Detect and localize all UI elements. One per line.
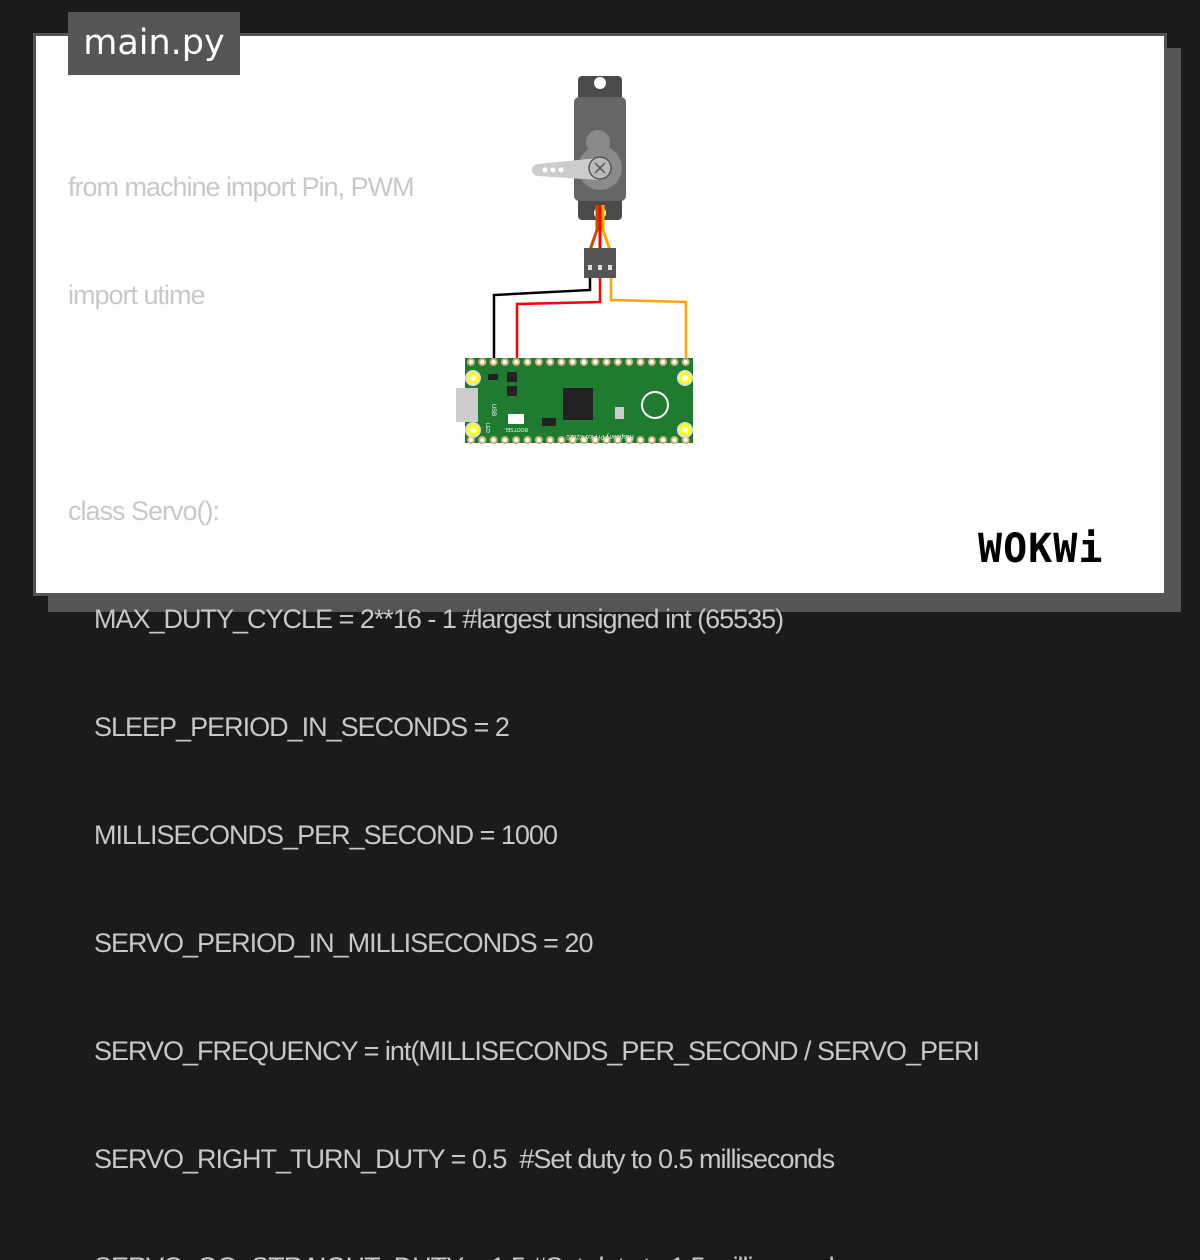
board-pin[interactable]	[591, 358, 600, 366]
board-pin[interactable]	[534, 358, 543, 366]
board-pin[interactable]	[636, 358, 645, 366]
code-line: from machine import Pin, PWM	[68, 172, 415, 202]
board-pin[interactable]	[512, 436, 521, 444]
board-pin[interactable]	[670, 358, 679, 366]
servo-wires	[588, 205, 612, 251]
board-pin[interactable]	[613, 436, 622, 444]
wokwi-logo: WOKWi	[978, 526, 1104, 572]
code-line: SERVO_RIGHT_TURN_DUTY = 0.5 #Set duty to…	[68, 1144, 835, 1174]
board-pin[interactable]	[602, 358, 611, 366]
board-pin[interactable]	[580, 436, 588, 444]
code-line: MILLISECONDS_PER_SECOND = 1000	[68, 820, 558, 850]
board-pin[interactable]	[500, 436, 509, 444]
board-pin[interactable]	[478, 436, 487, 444]
board-pin[interactable]	[523, 436, 532, 444]
board-pin[interactable]	[568, 358, 577, 366]
board-pin[interactable]	[636, 436, 645, 444]
circuit-diagram: USB BOOTSEL LED Raspberry Pi Pico ©2020	[456, 76, 693, 444]
board-pin[interactable]	[670, 436, 679, 444]
code-line: SERVO_PERIOD_IN_MILLISECONDS = 20	[68, 928, 593, 958]
code-line	[68, 380, 979, 426]
wire-signal[interactable]	[609, 278, 688, 362]
board-pin[interactable]	[647, 358, 656, 366]
board-pin[interactable]	[512, 358, 521, 366]
board-pin[interactable]	[647, 436, 656, 444]
wire-gnd[interactable]	[492, 278, 592, 362]
board-pin[interactable]	[478, 358, 487, 366]
code-line: MAX_DUTY_CYCLE = 2**16 - 1 #largest unsi…	[68, 604, 784, 634]
code-line: SLEEP_PERIOD_IN_SECONDS = 2	[68, 712, 510, 742]
wire-vcc[interactable]	[515, 278, 602, 362]
file-tab-main-py[interactable]: main.py	[68, 12, 240, 75]
board-pin[interactable]	[523, 358, 532, 366]
board-pin[interactable]	[489, 358, 498, 366]
code-line: SERVO_GO_STRAIGHT_DUTY = 1.5 #Set duty t…	[68, 1244, 979, 1260]
servo-motor[interactable]	[532, 76, 626, 220]
board-label: Raspberry Pi Pico ©2020	[566, 433, 634, 440]
board-pin[interactable]	[534, 436, 543, 444]
raspberry-pi-pico[interactable]: USB BOOTSEL LED Raspberry Pi Pico ©2020	[456, 358, 693, 444]
board-pin[interactable]	[681, 358, 690, 366]
board-pin[interactable]	[613, 358, 622, 366]
board-pin[interactable]	[580, 358, 588, 366]
board-pin[interactable]	[602, 436, 611, 444]
board-pin[interactable]	[625, 358, 634, 366]
led-label: LED	[484, 423, 490, 433]
bootsel-label: BOOTSEL	[504, 426, 528, 432]
board-pin[interactable]	[489, 436, 498, 444]
board-pin[interactable]	[568, 436, 577, 444]
code-line: SERVO_FREQUENCY = int(MILLISECONDS_PER_S…	[68, 1036, 980, 1066]
servo-connector	[584, 248, 616, 278]
board-pin[interactable]	[659, 358, 668, 366]
board-pin[interactable]	[467, 358, 475, 366]
board-pin[interactable]	[591, 436, 600, 444]
board-pin[interactable]	[546, 436, 555, 444]
usb-label: USB	[490, 404, 496, 416]
board-pin[interactable]	[557, 436, 566, 444]
board-pin[interactable]	[557, 358, 566, 366]
board-pin[interactable]	[500, 358, 509, 366]
code-editor: from machine import Pin, PWM import utim…	[68, 102, 980, 1260]
code-line: class Servo():	[68, 496, 220, 526]
board-pin[interactable]	[659, 436, 668, 444]
code-line: import utime	[68, 280, 206, 310]
board-pin[interactable]	[546, 358, 555, 366]
board-pin[interactable]	[625, 436, 634, 444]
